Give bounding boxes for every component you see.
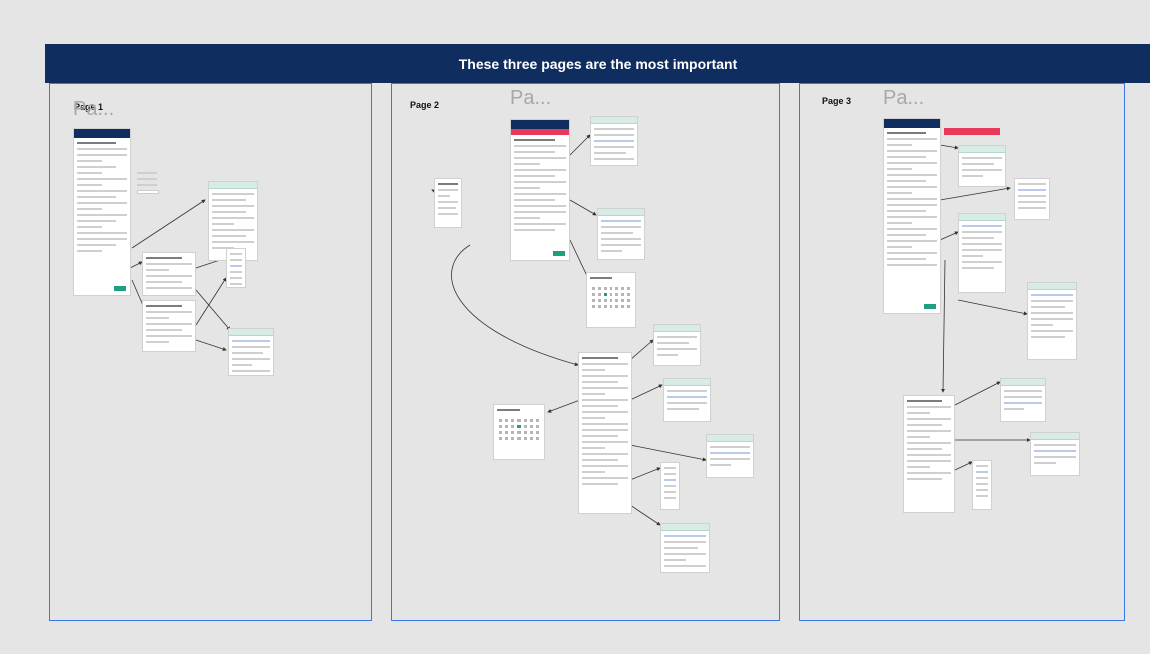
p3-dropdown-c (1027, 282, 1077, 360)
p2-main-screen (510, 119, 570, 261)
p2-dropdown-c (653, 324, 701, 366)
p2-dropdown-e (706, 434, 754, 478)
p2-dropdown-f (660, 523, 710, 573)
p3-detail-screen (903, 395, 955, 513)
page-1-frame (49, 83, 372, 621)
p2-detail-screen (578, 352, 632, 514)
p3-list-a (1014, 178, 1050, 220)
page-3-ghost-label: Pa... (883, 87, 925, 109)
p3-list-b (972, 460, 992, 510)
p3-dropdown-d (1000, 378, 1046, 422)
p2-calendar-b (493, 404, 545, 460)
page-3-frame (799, 83, 1125, 621)
p2-dropdown-a (590, 116, 638, 166)
p2-calendar-a (586, 272, 636, 328)
p3-main-screen (883, 118, 941, 314)
p3-dropdown-e (1030, 432, 1080, 476)
p2-list-b (660, 462, 680, 510)
p2-dropdown-d (663, 378, 711, 422)
page-2-label: Page 2 (410, 100, 440, 110)
page-2-frame (391, 83, 780, 621)
page-1-ghost-label: Pa... (73, 98, 115, 120)
p1-list-a (226, 248, 246, 288)
page-3-label: Page 3 (822, 96, 852, 106)
p3-dropdown-b (958, 213, 1006, 293)
page-1-label: Page 1 (74, 102, 104, 112)
p1-option-panel (134, 168, 178, 198)
p1-modal-a (142, 252, 196, 296)
page-2-ghost-label: Pa... (510, 87, 552, 109)
banner-title: These three pages are the most important (458, 55, 738, 72)
p1-modal-b (142, 300, 196, 352)
p2-dropdown-b (597, 208, 645, 260)
banner: These three pages are the most important (45, 44, 1150, 83)
p3-dropdown-a (958, 145, 1006, 187)
p1-dropdown-b (228, 328, 274, 376)
p1-dropdown-a (208, 181, 258, 261)
p3-alert-bar (944, 128, 1000, 135)
p1-main-screen (73, 128, 131, 296)
p2-side-modal (434, 178, 462, 228)
